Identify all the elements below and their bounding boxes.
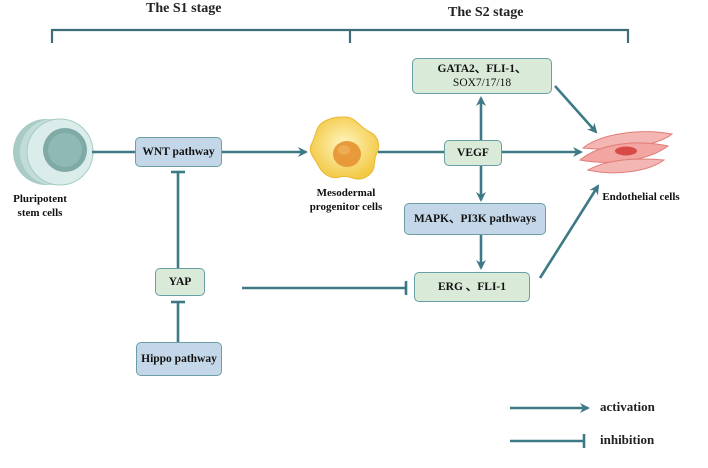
- mapk-pi3k-label: MAPK、PI3K pathways: [413, 212, 537, 225]
- erg-to-endothelial-arrow: [538, 184, 600, 279]
- pluripotent-stem-cell-icon: [13, 118, 94, 186]
- hippo-pathway-box: Hippo pathway: [136, 342, 222, 376]
- s1-stage-title: The S1 stage: [146, 1, 222, 16]
- legend-inhibition-label: inhibition: [600, 432, 655, 447]
- wnt-pathway-label: WNT pathway: [142, 145, 215, 158]
- gata-to-endothelial-arrow: [554, 85, 598, 134]
- stage-bracket: [50, 28, 630, 43]
- legend-activation-label: activation: [600, 399, 655, 414]
- wnt-pathway-box: WNT pathway: [135, 137, 222, 167]
- vegf-label: VEGF: [457, 146, 489, 159]
- gata-line2-label: SOX7/17/18: [452, 77, 512, 89]
- endothelial-cells-icon: [578, 131, 674, 174]
- endothelial-cells-caption: Endothelial cells: [602, 191, 680, 203]
- pluripotent-stem-cells-caption: Pluripotent stem cells: [13, 193, 67, 220]
- mapk-pi3k-box: MAPK、PI3K pathways: [404, 203, 546, 235]
- yap-box: YAP: [155, 268, 205, 296]
- vegf-box: VEGF: [444, 140, 502, 166]
- erg-fli-label: ERG 、FLI-1: [437, 280, 507, 293]
- hippo-pathway-label: Hippo pathway: [141, 352, 217, 365]
- mesodermal-progenitor-cell-icon: [309, 116, 379, 180]
- gata-fli-sox-box: GATA2、FLI-1、 SOX7/17/18: [412, 58, 552, 94]
- erg-fli-box: ERG 、FLI-1: [414, 272, 530, 302]
- s2-stage-title: The S2 stage: [448, 5, 524, 20]
- mesodermal-progenitor-cells-caption: Mesodermal progenitor cells: [309, 187, 383, 214]
- gata-line1-label: GATA2、FLI-1、: [437, 62, 527, 75]
- yap-label: YAP: [168, 275, 192, 288]
